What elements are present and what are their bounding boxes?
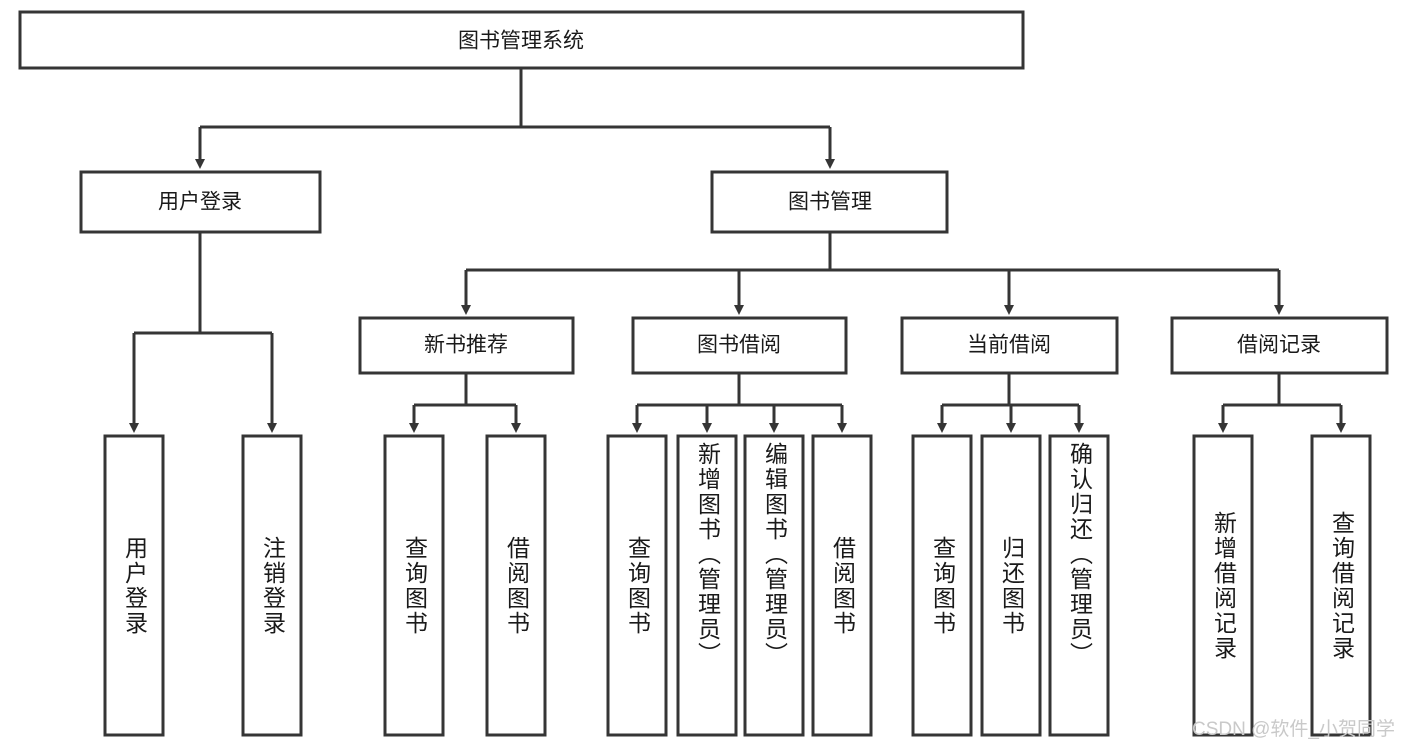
node-book-manage[interactable]: 图书管理 (710, 170, 949, 234)
leaf-borrow-book-recommend-rect[interactable] (485, 434, 547, 737)
node-book-borrow[interactable]: 图书借阅 (631, 316, 848, 375)
leaf-user-login-rect[interactable] (103, 434, 165, 737)
node-current-borrow[interactable]: 当前借阅 (900, 316, 1119, 375)
leaf-borrow-book-rect[interactable] (811, 434, 873, 737)
node-borrow-record-rect[interactable] (1170, 316, 1389, 375)
node-new-book-recommend-label: 新书推荐 (424, 334, 508, 357)
leaf-logout-rect[interactable] (241, 434, 303, 737)
node-book-manage-rect[interactable] (710, 170, 949, 234)
node-book-borrow-label: 图书借阅 (697, 334, 781, 357)
node-root[interactable]: 图书管理系统 (18, 10, 1025, 70)
node-user-login-rect[interactable] (79, 170, 322, 234)
node-root-label: 图书管理系统 (458, 30, 584, 53)
leaf-query-book-current-rect[interactable] (911, 434, 973, 737)
node-book-manage-label: 图书管理 (788, 191, 872, 214)
node-current-borrow-label: 当前借阅 (967, 334, 1051, 357)
leaf-add-borrow-record-rect[interactable] (1192, 434, 1254, 737)
node-new-book-recommend-rect[interactable] (358, 316, 575, 375)
node-user-login-label: 用户登录 (158, 191, 242, 214)
leaf-edit-book-admin-rect[interactable] (743, 434, 805, 737)
node-user-login[interactable]: 用户登录 (79, 170, 322, 234)
leaf-confirm-return-admin-rect[interactable] (1048, 434, 1110, 737)
node-current-borrow-rect[interactable] (900, 316, 1119, 375)
leaf-query-borrow-record-rect[interactable] (1310, 434, 1372, 737)
node-borrow-record-label: 借阅记录 (1237, 334, 1321, 357)
edge-group (129, 68, 1346, 433)
node-borrow-record[interactable]: 借阅记录 (1170, 316, 1389, 375)
node-book-borrow-rect[interactable] (631, 316, 848, 375)
node-new-book-recommend[interactable]: 新书推荐 (358, 316, 575, 375)
leaf-query-book-recommend-rect[interactable] (383, 434, 445, 737)
leaf-query-book-borrow-rect[interactable] (606, 434, 668, 737)
node-root-rect[interactable] (18, 10, 1025, 70)
leaf-return-book-rect[interactable] (980, 434, 1042, 737)
leaf-add-book-admin-rect[interactable] (676, 434, 738, 737)
